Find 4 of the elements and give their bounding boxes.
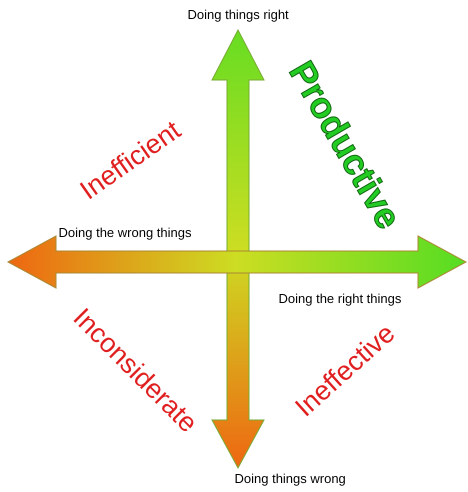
axis-label: Doing the wrong things bbox=[58, 224, 192, 240]
axis-label: Doing the right things bbox=[278, 290, 402, 306]
axis-label: Doing things right bbox=[188, 6, 289, 22]
axis-label: Doing things wrong bbox=[234, 470, 346, 486]
